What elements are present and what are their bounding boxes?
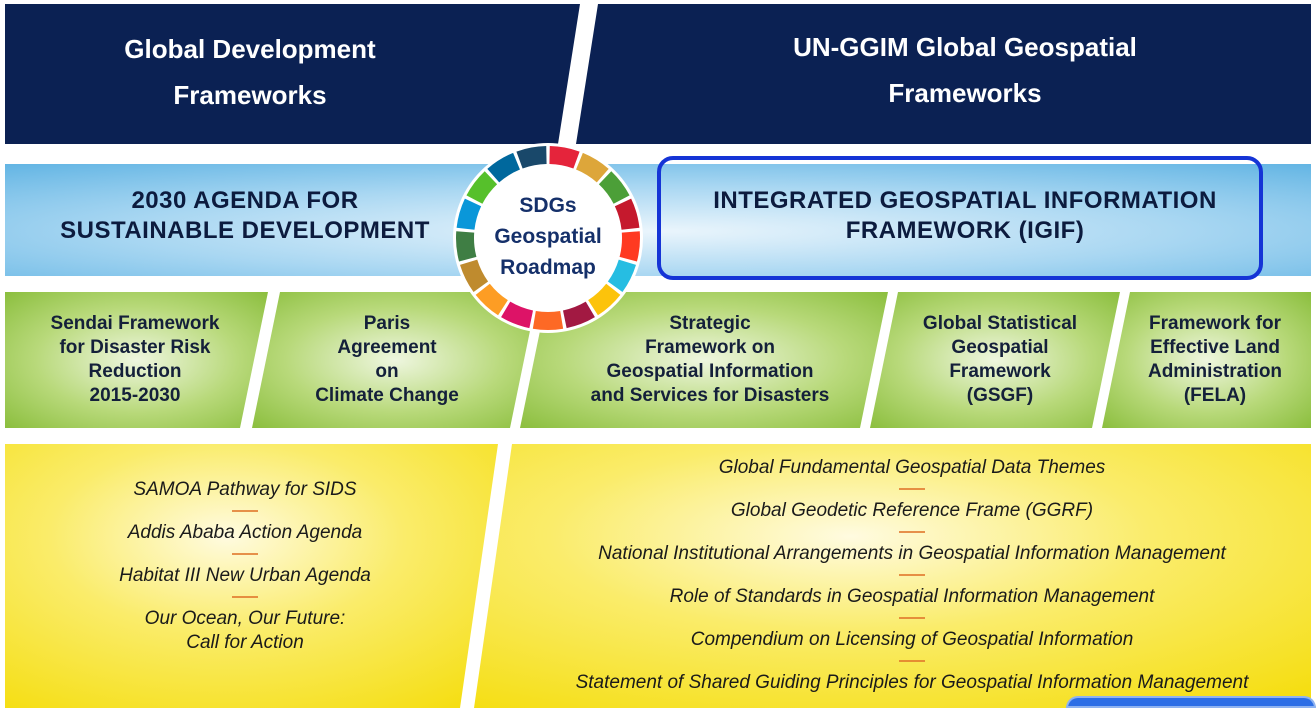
igif-line-2: FRAMEWORK (IGIF)	[845, 217, 1085, 244]
yellow-panel-right	[474, 444, 1311, 708]
green-panel-fela	[1102, 292, 1311, 428]
sdg-wheel-center	[476, 166, 620, 310]
sdg-wheel-segment	[614, 198, 640, 230]
green-panel-gsgf	[870, 292, 1120, 428]
theme-fundamental-data: Global Fundamental Geospatial Data Theme…	[718, 457, 1106, 478]
sdg-wheel-segment	[501, 301, 534, 329]
igif-line-1: INTEGRATED GEOSPATIAL INFORMATION	[713, 187, 1217, 214]
fela-line-3: Administration	[1147, 361, 1283, 382]
corner-overlay-button[interactable]	[1066, 696, 1316, 708]
sdg-wheel-segment	[532, 310, 564, 330]
header-right-title: UN-GGIM Global Geospatial Frameworks	[720, 24, 1210, 116]
themes-list-right: Global Fundamental Geospatial Data Theme…	[530, 456, 1294, 695]
paris-line-4: Climate Change	[315, 385, 459, 406]
agenda-habitat-iii: Habitat III New Urban Agenda	[119, 565, 371, 586]
separator	[232, 553, 258, 555]
gsgf-line-1: Global Statistical	[922, 313, 1078, 334]
green-panel-sendai	[5, 292, 268, 428]
framework-disasters: Strategic Framework on Geospatial Inform…	[560, 296, 860, 424]
igif-title: INTEGRATED GEOSPATIAL INFORMATION FRAMEW…	[670, 186, 1260, 246]
paris-line-2: Agreement	[337, 337, 437, 358]
sdg-wheel-segment	[549, 146, 580, 169]
paris-line-1: Paris	[363, 313, 411, 334]
sdg-wheel-segment	[466, 171, 498, 204]
sdg-roadmap-label: SDGs Geospatial Roadmap	[488, 190, 608, 283]
paris-line-3: on	[375, 361, 399, 382]
header-band	[5, 4, 1311, 144]
agenda-addis-ababa: Addis Ababa Action Agenda	[127, 522, 363, 543]
green-panel-paris	[252, 292, 538, 428]
sdg-line-3: Roadmap	[500, 256, 596, 279]
sendai-line-2: for Disaster Risk	[59, 337, 211, 358]
theme-ggrf: Global Geodetic Reference Frame (GGRF)	[730, 500, 1094, 521]
sendai-line-3: Reduction	[88, 361, 182, 382]
agenda-our-ocean-line-2: Call for Action	[186, 632, 304, 653]
header-left-line-1: Global Development	[124, 34, 376, 64]
sdg-wheel-segment	[456, 198, 482, 230]
agenda-samoa: SAMOA Pathway for SIDS	[133, 479, 357, 500]
fela-line-2: Effective Land	[1150, 337, 1280, 358]
disasters-line-3: Geospatial Information	[606, 361, 814, 382]
gsgf-line-2: Geospatial	[951, 337, 1049, 358]
sdg-wheel-segment	[475, 283, 508, 316]
green-panel-disasters	[520, 292, 888, 428]
gsgf-line-4: (GSGF)	[966, 385, 1034, 406]
yellow-panel-left	[5, 444, 498, 708]
sdg-wheel-segment	[576, 152, 609, 183]
sdg-wheel-segment	[619, 231, 640, 262]
agenda-list-left: SAMOA Pathway for SIDS Addis Ababa Actio…	[60, 478, 430, 655]
separator	[899, 660, 925, 662]
framework-gsgf: Global Statistical Geospatial Framework …	[895, 296, 1105, 424]
framework-sendai: Sendai Framework for Disaster Risk Reduc…	[20, 296, 250, 424]
theme-role-of-standards: Role of Standards in Geospatial Informat…	[669, 586, 1155, 607]
theme-institutional-arrangements: National Institutional Arrangements in G…	[598, 543, 1226, 564]
sdg-wheel-segment	[487, 152, 520, 183]
agenda-2030-line-2: SUSTAINABLE DEVELOPMENT	[60, 217, 430, 244]
separator	[899, 488, 925, 490]
disasters-line-4: and Services for Disasters	[590, 385, 830, 406]
sdg-wheel-segment	[607, 259, 636, 293]
theme-guiding-principles: Statement of Shared Guiding Principles f…	[575, 672, 1249, 693]
header-right-line-1: UN-GGIM Global Geospatial	[793, 32, 1137, 62]
sdg-wheel-segment	[588, 283, 621, 316]
disasters-line-1: Strategic	[669, 313, 751, 334]
separator	[232, 510, 258, 512]
sendai-line-1: Sendai Framework	[50, 313, 220, 334]
sdg-line-1: SDGs	[519, 194, 577, 217]
disasters-line-2: Framework on	[645, 337, 775, 358]
sendai-line-4: 2015-2030	[89, 385, 181, 406]
igif-highlight-box[interactable]	[657, 156, 1263, 280]
agenda-2030-title: 2030 AGENDA FOR SUSTAINABLE DEVELOPMENT	[40, 186, 450, 246]
header-divider	[558, 4, 598, 144]
agenda-2030-line-1: 2030 AGENDA FOR	[131, 187, 359, 214]
sdg-wheel-segment	[516, 146, 547, 169]
framework-fela: Framework for Effective Land Administrat…	[1120, 296, 1310, 424]
header-right-line-2: Frameworks	[888, 78, 1042, 108]
sdg-wheel-segment	[460, 259, 489, 293]
separator	[899, 574, 925, 576]
framework-paris: Paris Agreement on Climate Change	[280, 296, 494, 424]
theme-licensing-compendium: Compendium on Licensing of Geospatial In…	[690, 629, 1134, 650]
agenda-our-ocean-line-1: Our Ocean, Our Future:	[144, 608, 346, 629]
fela-line-1: Framework for	[1149, 313, 1281, 334]
separator	[899, 531, 925, 533]
sdg-wheel-segment	[598, 171, 630, 204]
separator	[232, 596, 258, 598]
fela-line-4: (FELA)	[1183, 385, 1247, 406]
sdg-line-2: Geospatial	[494, 225, 602, 248]
separator	[899, 617, 925, 619]
header-left-title: Global Development Frameworks	[40, 26, 460, 118]
sdg-wheel-segment	[562, 301, 595, 329]
sdg-wheel-segment	[456, 231, 477, 262]
header-left-line-2: Frameworks	[173, 80, 327, 110]
gsgf-line-3: Framework	[949, 361, 1051, 382]
